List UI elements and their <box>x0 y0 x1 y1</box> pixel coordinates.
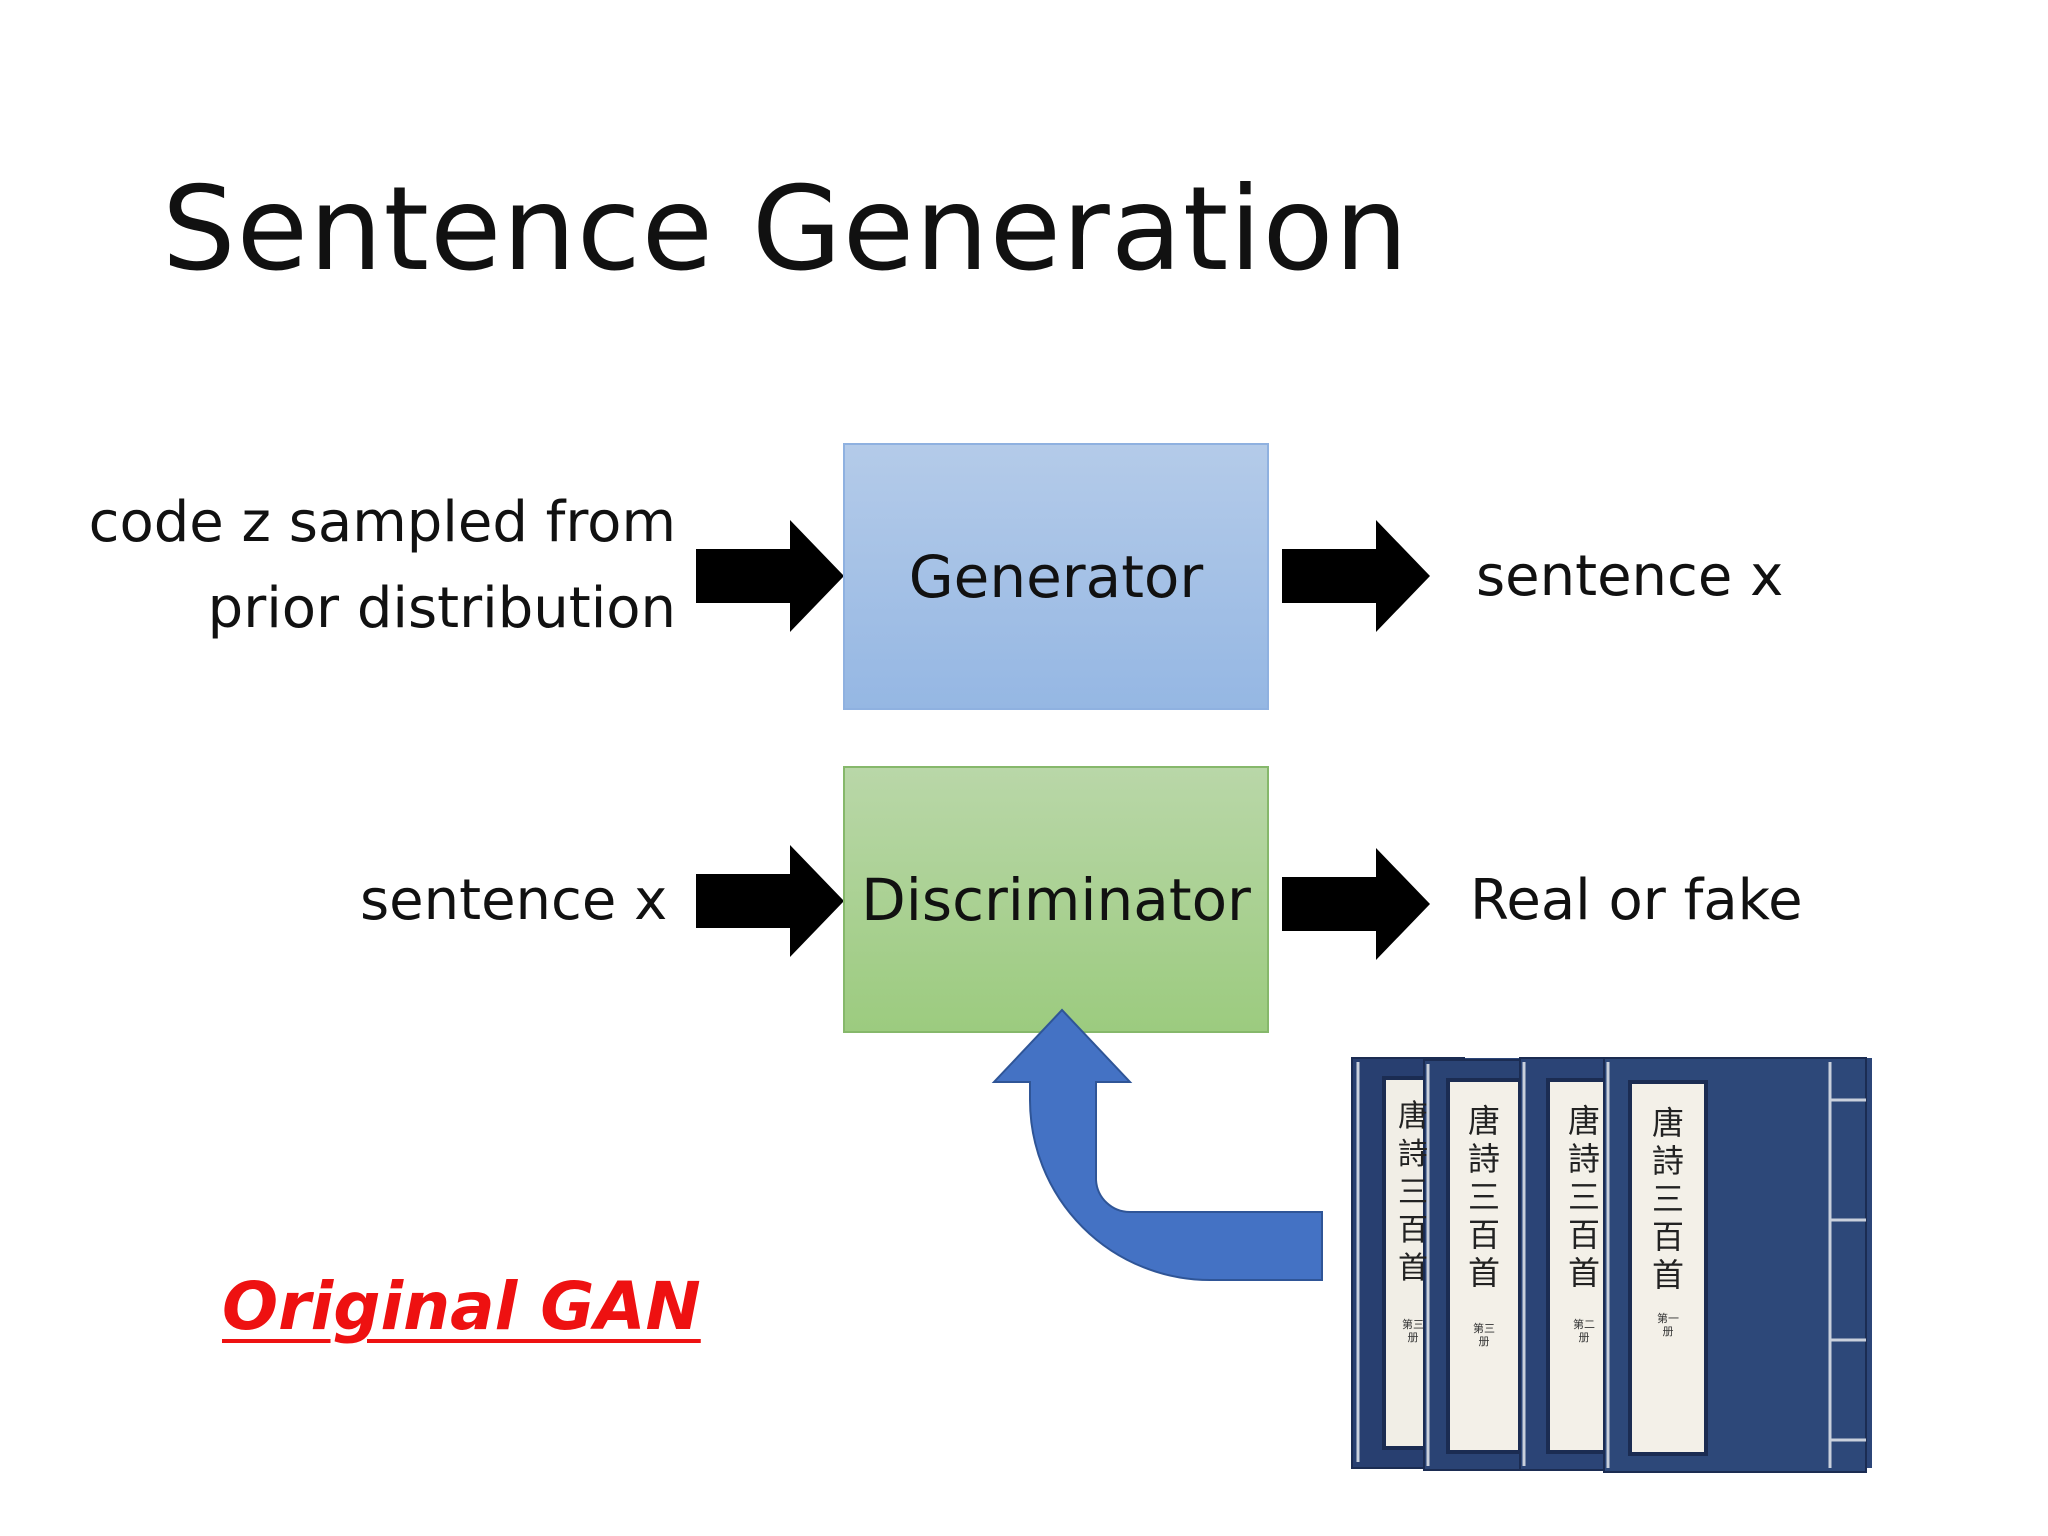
training-data-curved-arrow <box>991 1008 1323 1281</box>
discriminator-output-arrow <box>1282 848 1430 960</box>
book-2-volume-label: 第三册 <box>1473 1322 1495 1348</box>
original-gan-label: Original GAN <box>222 1268 701 1345</box>
generator-input-line-2: prior distribution <box>207 576 676 641</box>
generator-box: Generator <box>843 443 1269 710</box>
discriminator-input-arrow <box>696 845 844 957</box>
discriminator-output-label: Real or fake <box>1470 868 1803 933</box>
book-1-volume-label: 第三册 <box>1402 1318 1424 1344</box>
discriminator-label: Discriminator <box>861 865 1251 934</box>
discriminator-input-label: sentence x <box>360 868 668 933</box>
generator-label: Generator <box>908 542 1204 611</box>
book-3-title: 唐詩三百首 <box>1567 1102 1600 1292</box>
book-1-title: 唐詩三百首 <box>1398 1099 1428 1286</box>
slide-title: Sentence Generation <box>162 162 1410 297</box>
generator-input-arrow <box>696 520 844 632</box>
generator-output-arrow <box>1282 520 1430 632</box>
book-4-volume-label: 第一册 <box>1657 1312 1679 1338</box>
generator-output-label: sentence x <box>1476 544 1784 609</box>
book-3-volume-label: 第二册 <box>1573 1318 1595 1344</box>
generator-input-label: code z sampled from prior distribution <box>60 480 676 652</box>
generator-input-line-1: code z sampled from <box>88 490 676 555</box>
tang-poems-books-image <box>1351 1057 1872 1473</box>
book-4-title: 唐詩三百首 <box>1651 1104 1684 1294</box>
book-2-title: 唐詩三百首 <box>1467 1102 1500 1292</box>
discriminator-box: Discriminator <box>843 766 1269 1033</box>
